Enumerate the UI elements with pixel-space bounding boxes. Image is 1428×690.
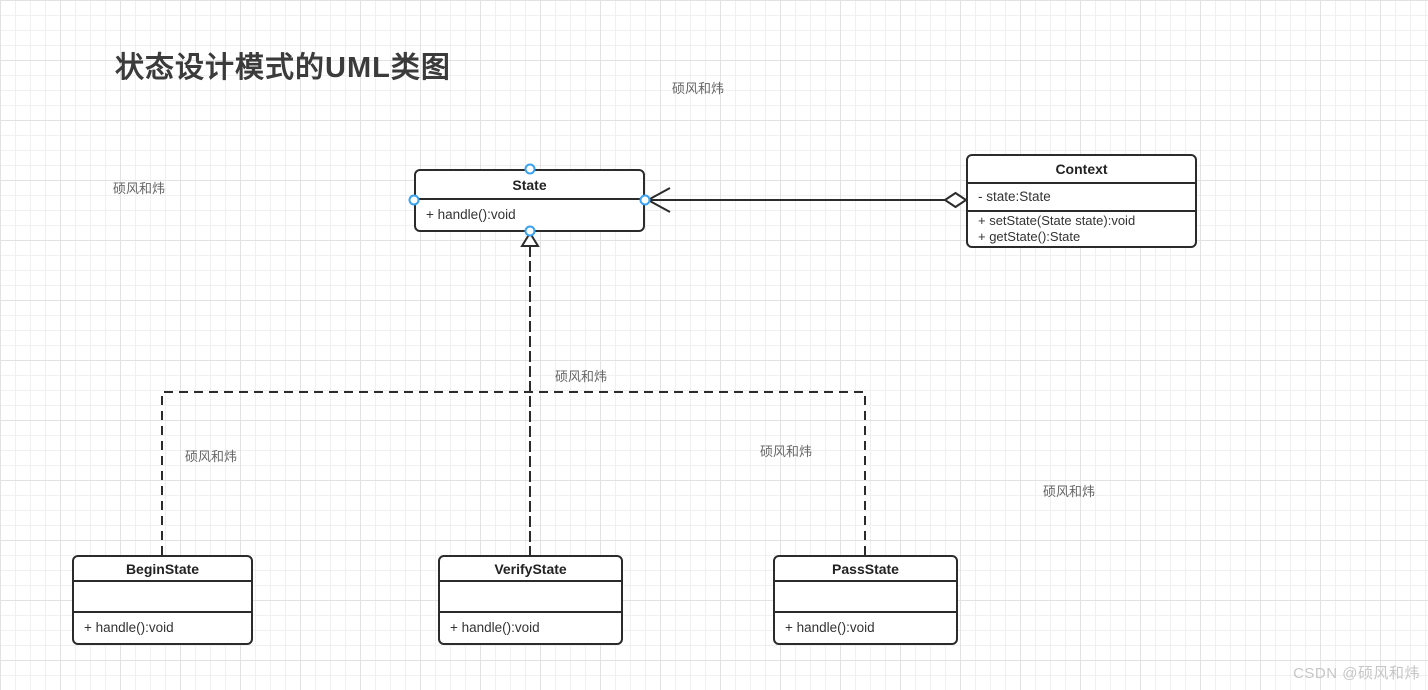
attributes-compartment bbox=[74, 582, 251, 613]
class-box-passstate[interactable]: PassState + handle():void bbox=[773, 555, 958, 645]
method-text: + handle():void bbox=[785, 620, 875, 635]
csdn-credit: CSDN @硕风和炜 bbox=[1293, 665, 1420, 682]
methods-compartment: + handle():void bbox=[416, 200, 643, 230]
realization-triangle-icon bbox=[520, 231, 540, 247]
class-box-beginstate[interactable]: BeginState + handle():void bbox=[72, 555, 253, 645]
class-name: Context bbox=[968, 156, 1195, 184]
class-name: PassState bbox=[775, 557, 956, 582]
dashed-branch-connector bbox=[161, 391, 866, 555]
method-text: + handle():void bbox=[84, 620, 174, 635]
attributes-compartment bbox=[440, 582, 621, 613]
method-text: + setState(State state):void bbox=[978, 213, 1136, 228]
class-box-context[interactable]: Context - state:State + setState(State s… bbox=[966, 154, 1197, 248]
watermark-text: 硕风和炜 bbox=[555, 369, 608, 384]
diagram-title: 状态设计模式的UML类图 bbox=[115, 52, 451, 84]
method-text: + handle():void bbox=[450, 620, 540, 635]
methods-compartment: + setState(State state):void + getState(… bbox=[968, 212, 1195, 246]
methods-compartment: + handle():void bbox=[775, 613, 956, 643]
methods-compartment: + handle():void bbox=[440, 613, 621, 643]
watermark-text: 硕风和炜 bbox=[113, 181, 166, 196]
attribute-text: - state:State bbox=[978, 189, 1051, 204]
watermark-text: 硕风和炜 bbox=[185, 449, 238, 464]
class-name: State bbox=[416, 171, 643, 200]
class-box-verifystate[interactable]: VerifyState + handle():void bbox=[438, 555, 623, 645]
watermark-text: 硕风和炜 bbox=[672, 81, 725, 96]
open-arrowhead-icon bbox=[645, 187, 671, 213]
class-box-state[interactable]: State + handle():void bbox=[414, 169, 645, 232]
watermark-text: 硕风和炜 bbox=[760, 444, 813, 459]
class-name: BeginState bbox=[74, 557, 251, 582]
attributes-compartment bbox=[775, 582, 956, 613]
method-text: + handle():void bbox=[426, 207, 516, 222]
aggregation-diamond-icon bbox=[943, 191, 968, 209]
method-text: + getState():State bbox=[978, 229, 1081, 244]
methods-compartment: + handle():void bbox=[74, 613, 251, 643]
class-name: VerifyState bbox=[440, 557, 621, 582]
watermark-text: 硕风和炜 bbox=[1043, 484, 1096, 499]
attributes-compartment: - state:State bbox=[968, 184, 1195, 212]
